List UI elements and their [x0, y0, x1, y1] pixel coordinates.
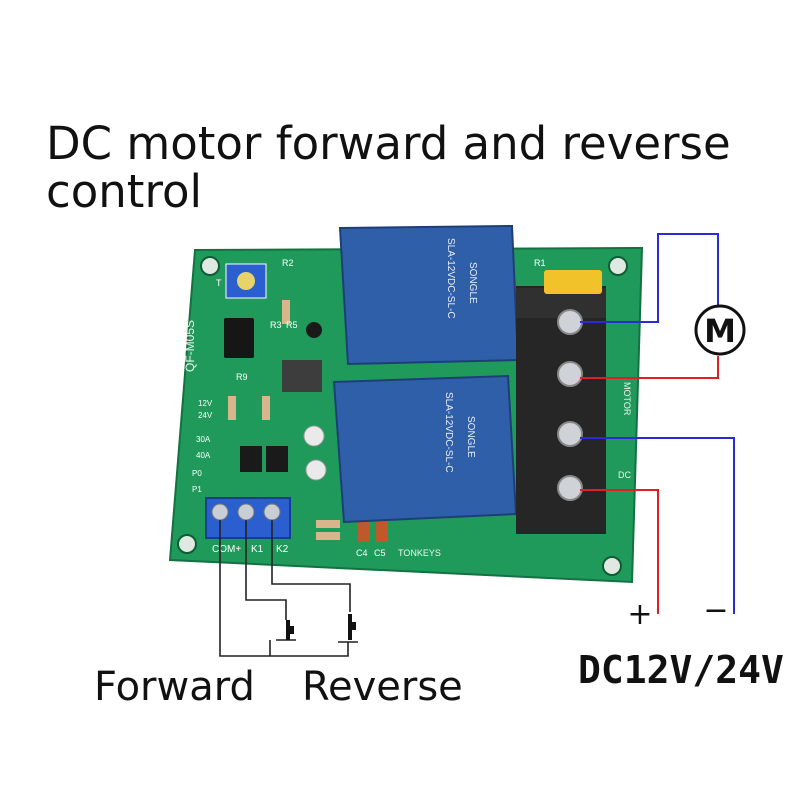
part-labels: T R1 R2 R3 R5 R9 C4 C5 — [216, 258, 546, 558]
motor-wire-blue — [580, 233, 719, 323]
supply-wire-negative — [580, 437, 735, 614]
relay-top-brand: SONGLE — [467, 262, 478, 304]
reverse-caption: Reverse — [302, 664, 463, 710]
k1-wire — [245, 520, 287, 620]
part-label: C4 — [356, 548, 368, 558]
plus-sign: + — [627, 597, 652, 632]
pin-label-k2: K2 — [276, 544, 289, 555]
option-labels: 12V 24V 30A 40A P0 P1 — [192, 399, 213, 494]
dc-terminal-label: DC — [618, 470, 631, 480]
k2-wire — [271, 520, 351, 612]
pin-label-com: COM+ — [212, 544, 241, 555]
components — [224, 263, 388, 542]
relay-bottom-model: SLA-12VDC-SL-C — [443, 392, 454, 473]
pin-label-k1: K1 — [251, 544, 264, 555]
part-label: R2 — [282, 258, 294, 268]
motor-label: M — [704, 312, 736, 350]
option-label: 40A — [196, 451, 211, 460]
part-label: T — [216, 278, 222, 288]
option-label: P0 — [192, 469, 202, 478]
relay-bottom: SLA-12VDC-SL-C SONGLE — [332, 374, 518, 524]
diagram-title: DC motor forward and reverse control — [46, 117, 731, 218]
motor-terminal-label: MOTOR — [622, 382, 632, 416]
part-label: C5 — [374, 548, 386, 558]
supply-wire-positive — [580, 489, 659, 614]
relay-top-model: SLA-12VDC-SL-C — [445, 238, 456, 319]
option-label: 24V — [198, 411, 213, 420]
supply-wires — [580, 437, 735, 614]
board-model-label: QF-M05S — [183, 320, 197, 372]
terminal-block — [516, 270, 606, 534]
option-label: 30A — [196, 435, 211, 444]
relay-top: SLA-12VDC-SL-C SONGLE — [338, 224, 520, 366]
motor-wire-red — [580, 356, 719, 379]
forward-caption: Forward — [94, 664, 255, 710]
reverse-switch — [338, 614, 358, 643]
switch-wires — [219, 520, 351, 657]
supply-caption: DC12V/24V — [578, 648, 784, 692]
motor-symbol: M — [694, 304, 746, 356]
part-label: R1 — [534, 258, 546, 268]
motor-wires — [580, 233, 719, 379]
com-wire — [219, 520, 349, 657]
forward-switch — [276, 620, 296, 641]
option-label: 12V — [198, 399, 213, 408]
part-label: R9 — [236, 372, 248, 382]
board-brand-label: TONKEYS — [398, 548, 441, 558]
part-label: R5 — [286, 320, 298, 330]
part-label: R3 — [270, 320, 282, 330]
option-label: P1 — [192, 485, 202, 494]
relay-bottom-brand: SONGLE — [465, 416, 476, 458]
minus-sign: − — [703, 593, 728, 628]
